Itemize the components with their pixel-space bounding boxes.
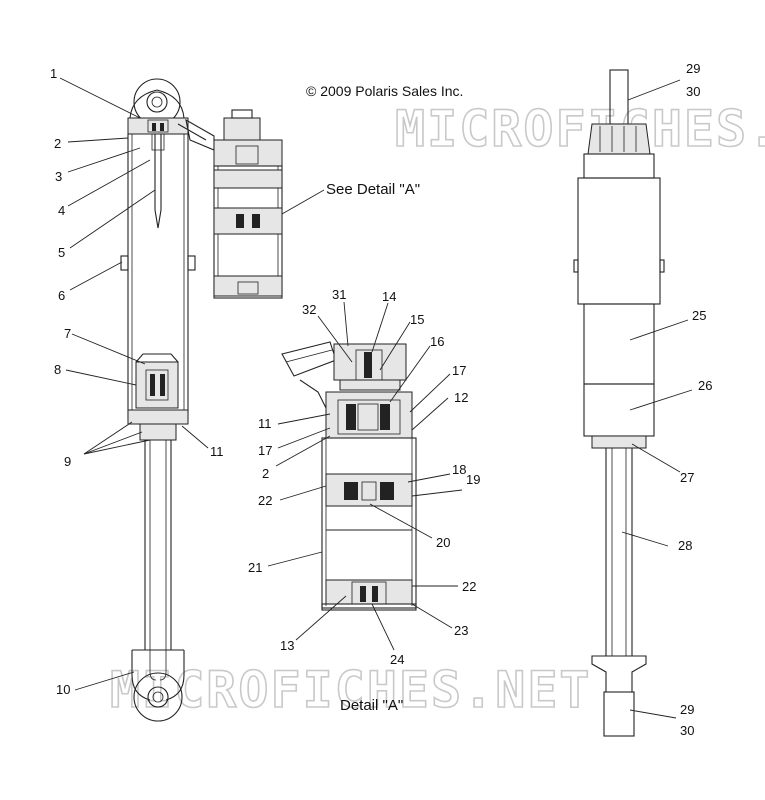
- callout-26: 26: [698, 378, 712, 393]
- callout-17-left: 17: [258, 443, 272, 458]
- reservoir-assembly: [177, 109, 283, 299]
- callout-30-top: 30: [686, 84, 700, 99]
- callout-29-bottom: 29: [680, 702, 694, 717]
- callout-2: 2: [54, 136, 61, 151]
- copyright-notice: © 2009 Polaris Sales Inc.: [306, 83, 463, 99]
- callout-11-left: 11: [210, 444, 224, 459]
- callout-10: 10: [56, 682, 70, 697]
- callout-17-right: 17: [452, 363, 466, 378]
- callout-29-top: 29: [686, 61, 700, 76]
- callout-9: 9: [64, 454, 71, 469]
- callout-14: 14: [382, 289, 396, 304]
- callout-25: 25: [692, 308, 706, 323]
- callout-28: 28: [678, 538, 692, 553]
- detail-a-cutaway: [281, 341, 417, 611]
- callout-3: 3: [55, 169, 62, 184]
- detail-caption: Detail "A": [340, 697, 403, 714]
- see-detail-caption: See Detail "A": [326, 181, 420, 198]
- callout-30-bottom: 30: [680, 723, 694, 738]
- callout-5: 5: [58, 245, 65, 260]
- callout-1: 1: [50, 66, 57, 81]
- leader-lines: [59, 77, 693, 719]
- callout-27: 27: [680, 470, 694, 485]
- callout-20: 20: [436, 535, 450, 550]
- callout-2-detail: 2: [262, 466, 269, 481]
- callout-32: 32: [302, 302, 316, 317]
- callout-4: 4: [58, 203, 65, 218]
- callout-8: 8: [54, 362, 61, 377]
- callout-19: 19: [466, 472, 480, 487]
- callout-24: 24: [390, 652, 404, 667]
- callout-31: 31: [332, 287, 346, 302]
- callout-18: 18: [452, 462, 466, 477]
- callout-6: 6: [58, 288, 65, 303]
- callout-21: 21: [248, 560, 262, 575]
- watermark-top: MICROFICHES.NET: [395, 100, 765, 158]
- right-shock-external: [573, 69, 665, 737]
- callout-22-upper: 22: [258, 493, 272, 508]
- callout-15: 15: [410, 312, 424, 327]
- callout-22-lower: 22: [462, 579, 476, 594]
- callout-13: 13: [280, 638, 294, 653]
- left-shock-cutaway: [120, 78, 196, 722]
- callout-23: 23: [454, 623, 468, 638]
- watermark-bottom: MICROFICHES.NET: [110, 661, 592, 719]
- callout-16: 16: [430, 334, 444, 349]
- callout-11-detail: 11: [258, 416, 272, 431]
- callout-7: 7: [64, 326, 71, 341]
- callout-12: 12: [454, 390, 468, 405]
